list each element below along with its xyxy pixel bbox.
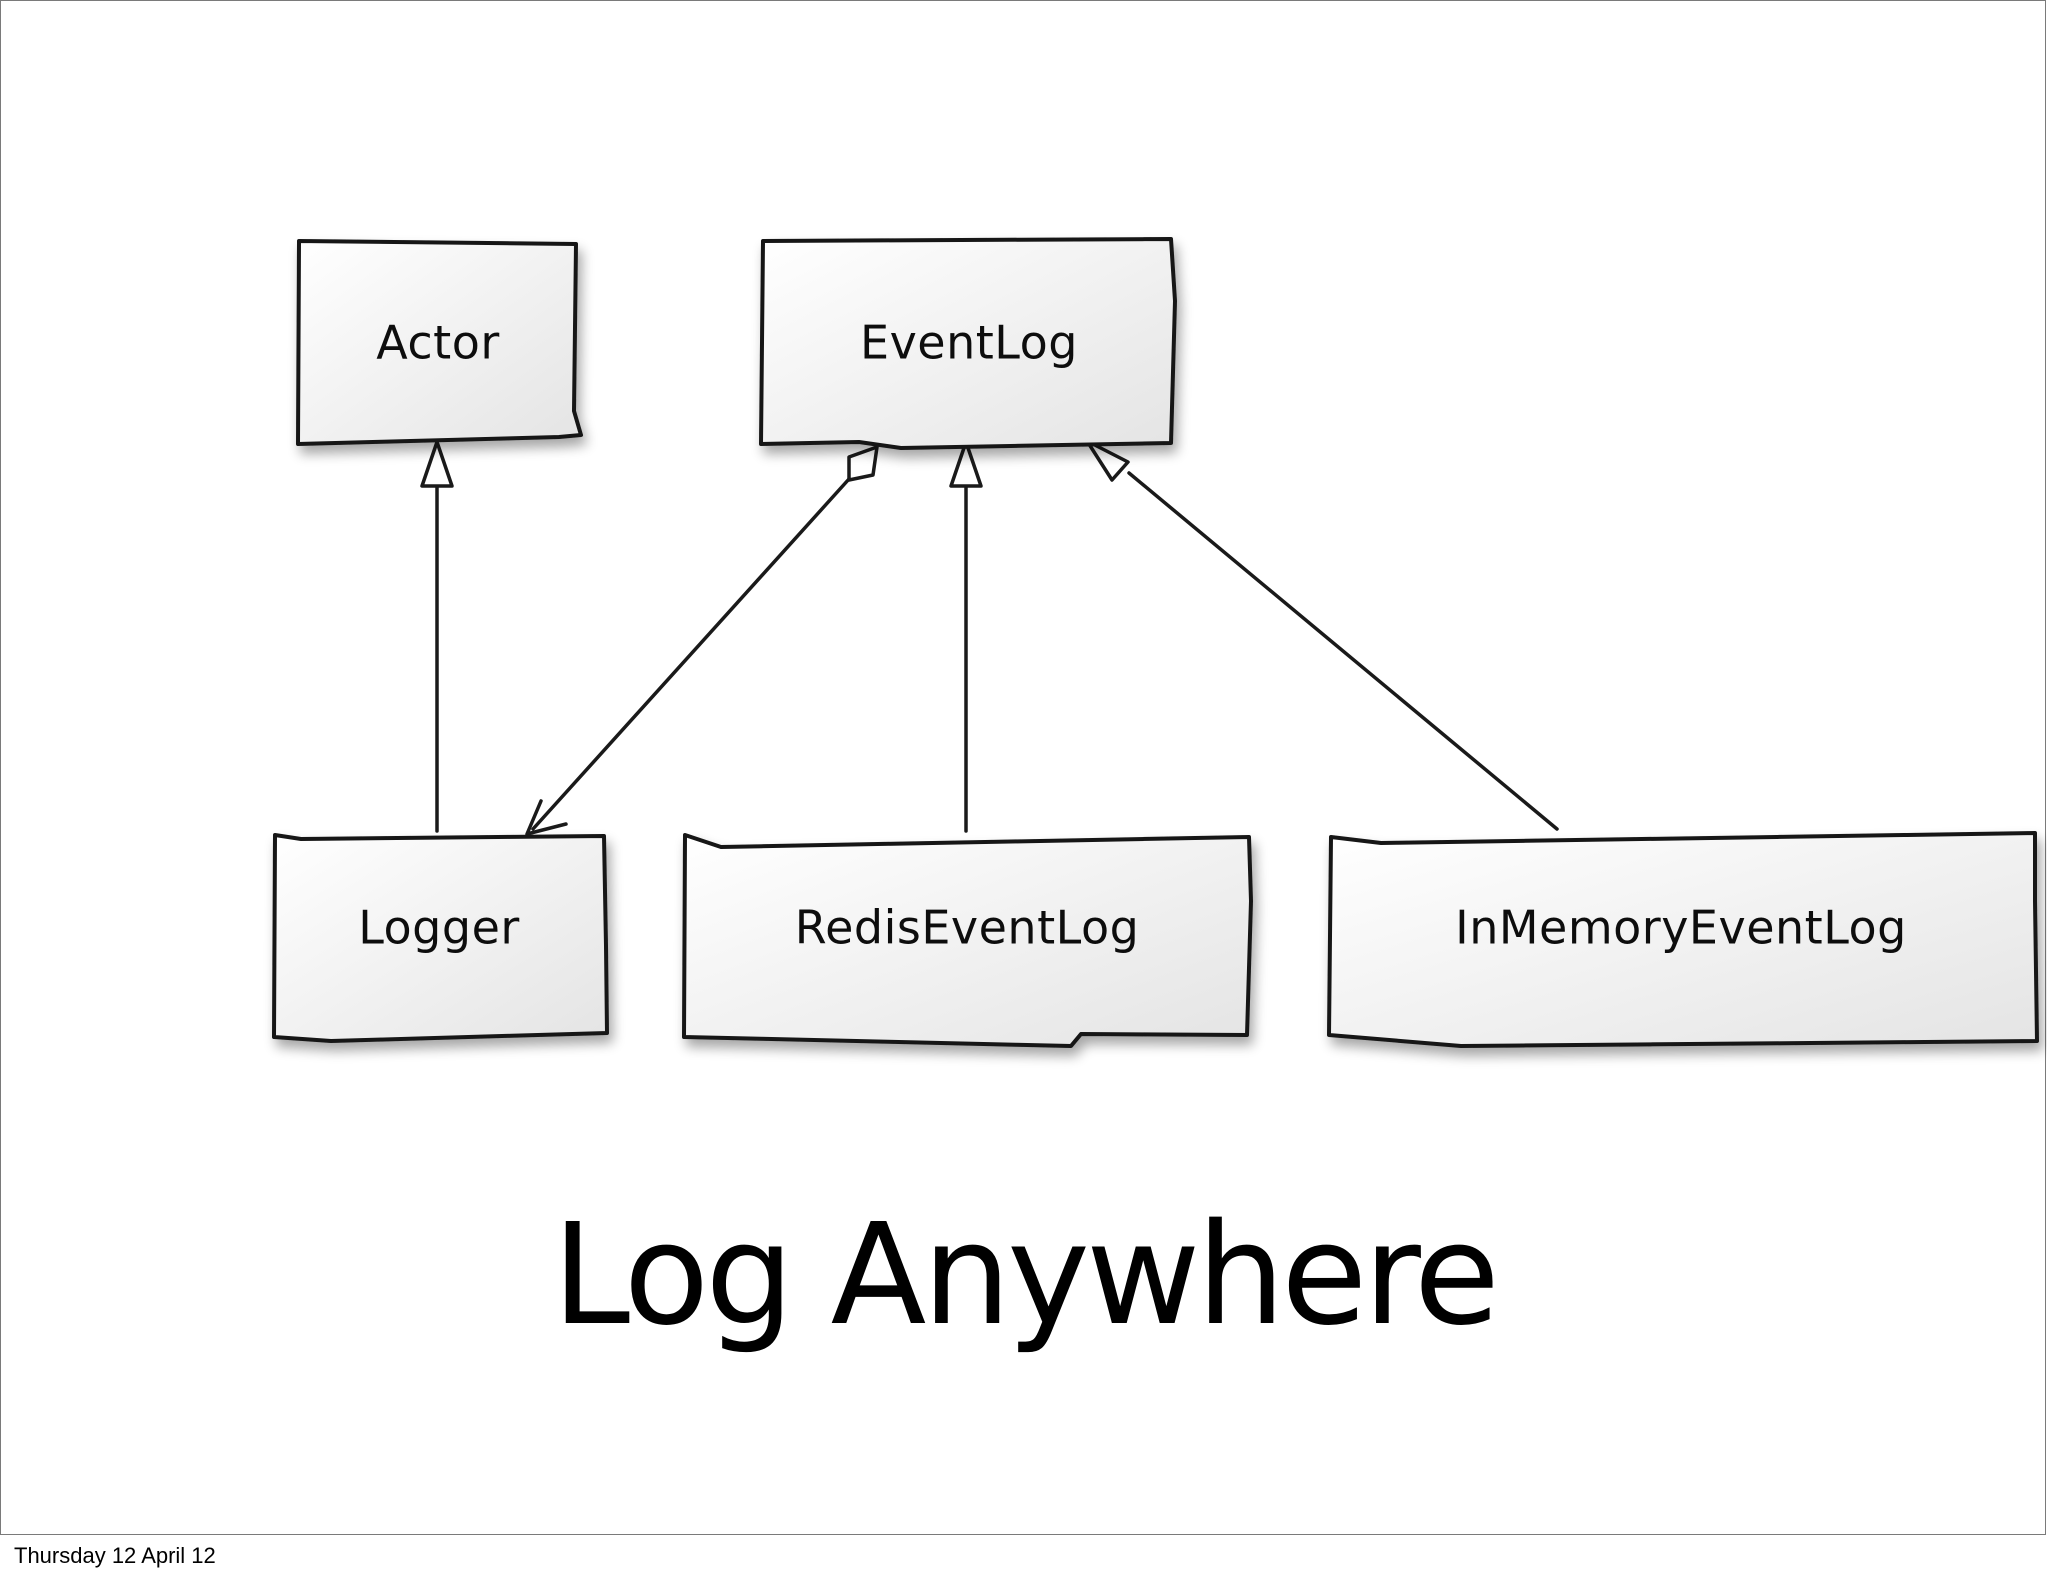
class-box-eventlog: EventLog (759, 237, 1177, 450)
edge-eventlog-to-logger (525, 445, 879, 836)
class-diagram: Actor EventLog Logger RedisEventLog InMe… (272, 237, 2039, 1048)
inheritance-arrowhead (949, 440, 983, 488)
edge-inmemoryeventlog-to-eventlog (1085, 439, 1559, 831)
diagram-edges (420, 439, 1559, 836)
aggregation-diamond (847, 445, 879, 482)
class-label-inmemoryeventlog: InMemoryEventLog (1455, 901, 1907, 955)
footer-date: Thursday 12 April 12 (14, 1543, 216, 1568)
slide: Actor EventLog Logger RedisEventLog InMe… (0, 0, 2046, 1535)
class-label-logger: Logger (358, 901, 520, 955)
navigation-arrowhead (525, 799, 568, 836)
class-label-actor: Actor (376, 316, 500, 370)
inheritance-arrowhead (420, 440, 454, 488)
class-box-actor: Actor (296, 239, 583, 446)
class-label-eventlog: EventLog (860, 316, 1078, 370)
slide-title: Log Anywhere (552, 1194, 1500, 1357)
inheritance-arrowhead (1085, 439, 1130, 482)
diagram-nodes: Actor EventLog Logger RedisEventLog InMe… (272, 237, 2039, 1048)
class-box-rediseventlog: RedisEventLog (682, 833, 1253, 1048)
edge-rediseventlog-to-eventlog (949, 440, 983, 833)
edge-logger-to-actor (420, 440, 454, 833)
class-box-inmemoryeventlog: InMemoryEventLog (1327, 831, 2039, 1048)
class-box-logger: Logger (272, 833, 609, 1043)
class-label-rediseventlog: RedisEventLog (795, 901, 1140, 955)
